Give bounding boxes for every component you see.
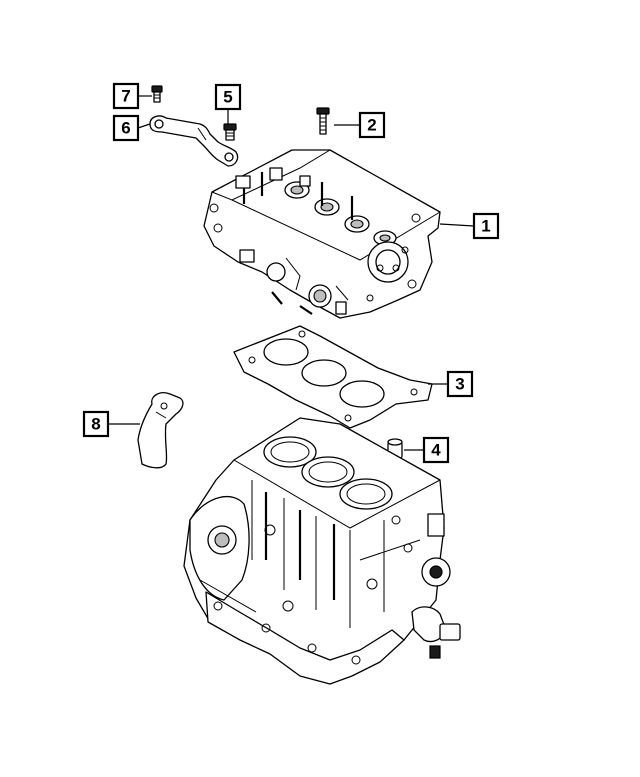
part-1-cylinder-head bbox=[203, 149, 441, 319]
part-3-head-gasket bbox=[233, 325, 433, 429]
leader-lines bbox=[108, 95, 475, 451]
camshaft-details bbox=[235, 167, 397, 246]
callout-7: 7 bbox=[112, 82, 140, 110]
callout-4-label: 4 bbox=[431, 441, 441, 460]
leader-6 bbox=[137, 123, 151, 129]
engine-block bbox=[183, 417, 461, 685]
leader-1 bbox=[439, 223, 475, 227]
callout-5-label: 5 bbox=[223, 88, 232, 107]
callout-8-label: 8 bbox=[91, 415, 100, 434]
callout-1: 1 bbox=[472, 212, 500, 240]
callout-6: 6 bbox=[112, 114, 140, 142]
part-2-bolt bbox=[316, 107, 330, 135]
callout-3-label: 3 bbox=[455, 375, 464, 394]
part-6-bracket bbox=[149, 115, 239, 167]
callout-8: 8 bbox=[82, 410, 110, 438]
callout-2-label: 2 bbox=[367, 116, 376, 135]
callout-2: 2 bbox=[358, 111, 386, 139]
callout-7-label: 7 bbox=[121, 87, 130, 106]
part-5-bolt bbox=[223, 123, 237, 141]
callout-3: 3 bbox=[446, 370, 474, 398]
callout-1-label: 1 bbox=[481, 217, 490, 236]
part-8-cover bbox=[137, 392, 184, 469]
part-7-bolt bbox=[151, 85, 163, 103]
callout-6-label: 6 bbox=[121, 119, 130, 138]
callout-5: 5 bbox=[214, 83, 242, 111]
callout-4: 4 bbox=[422, 436, 450, 464]
